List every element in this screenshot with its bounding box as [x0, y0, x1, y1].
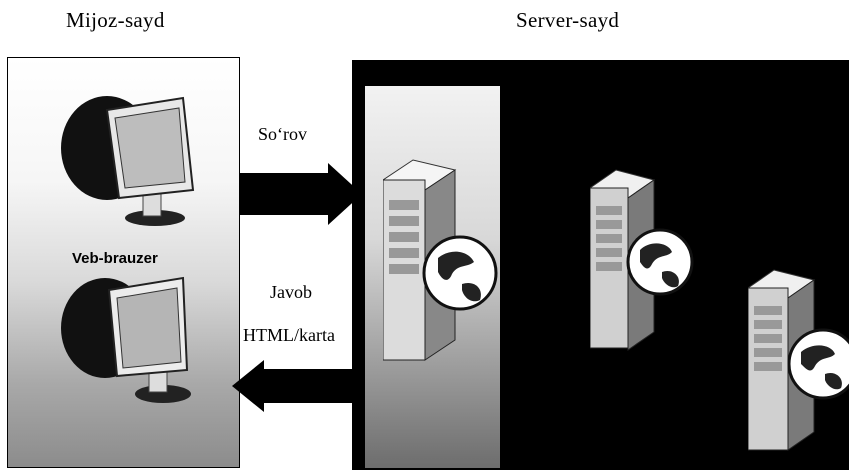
server-side-heading: Server-sayd [516, 8, 620, 32]
server-tower-icon [748, 269, 816, 451]
globe-icon [787, 328, 849, 400]
monitor-icon [61, 276, 191, 403]
client-side-heading: Mijoz-sayd [66, 8, 165, 32]
request-arrow [240, 163, 362, 225]
server-tower-icon [590, 169, 656, 351]
response-format-label: HTML/karta [243, 325, 335, 345]
response-label: Javob [270, 282, 312, 302]
request-label: So‘rov [258, 124, 307, 144]
monitor-icon [61, 96, 195, 226]
globe-icon [626, 228, 694, 296]
response-arrow [232, 360, 354, 412]
globe-icon [422, 235, 498, 311]
web-browser-label: Veb-brauzer [72, 250, 158, 267]
